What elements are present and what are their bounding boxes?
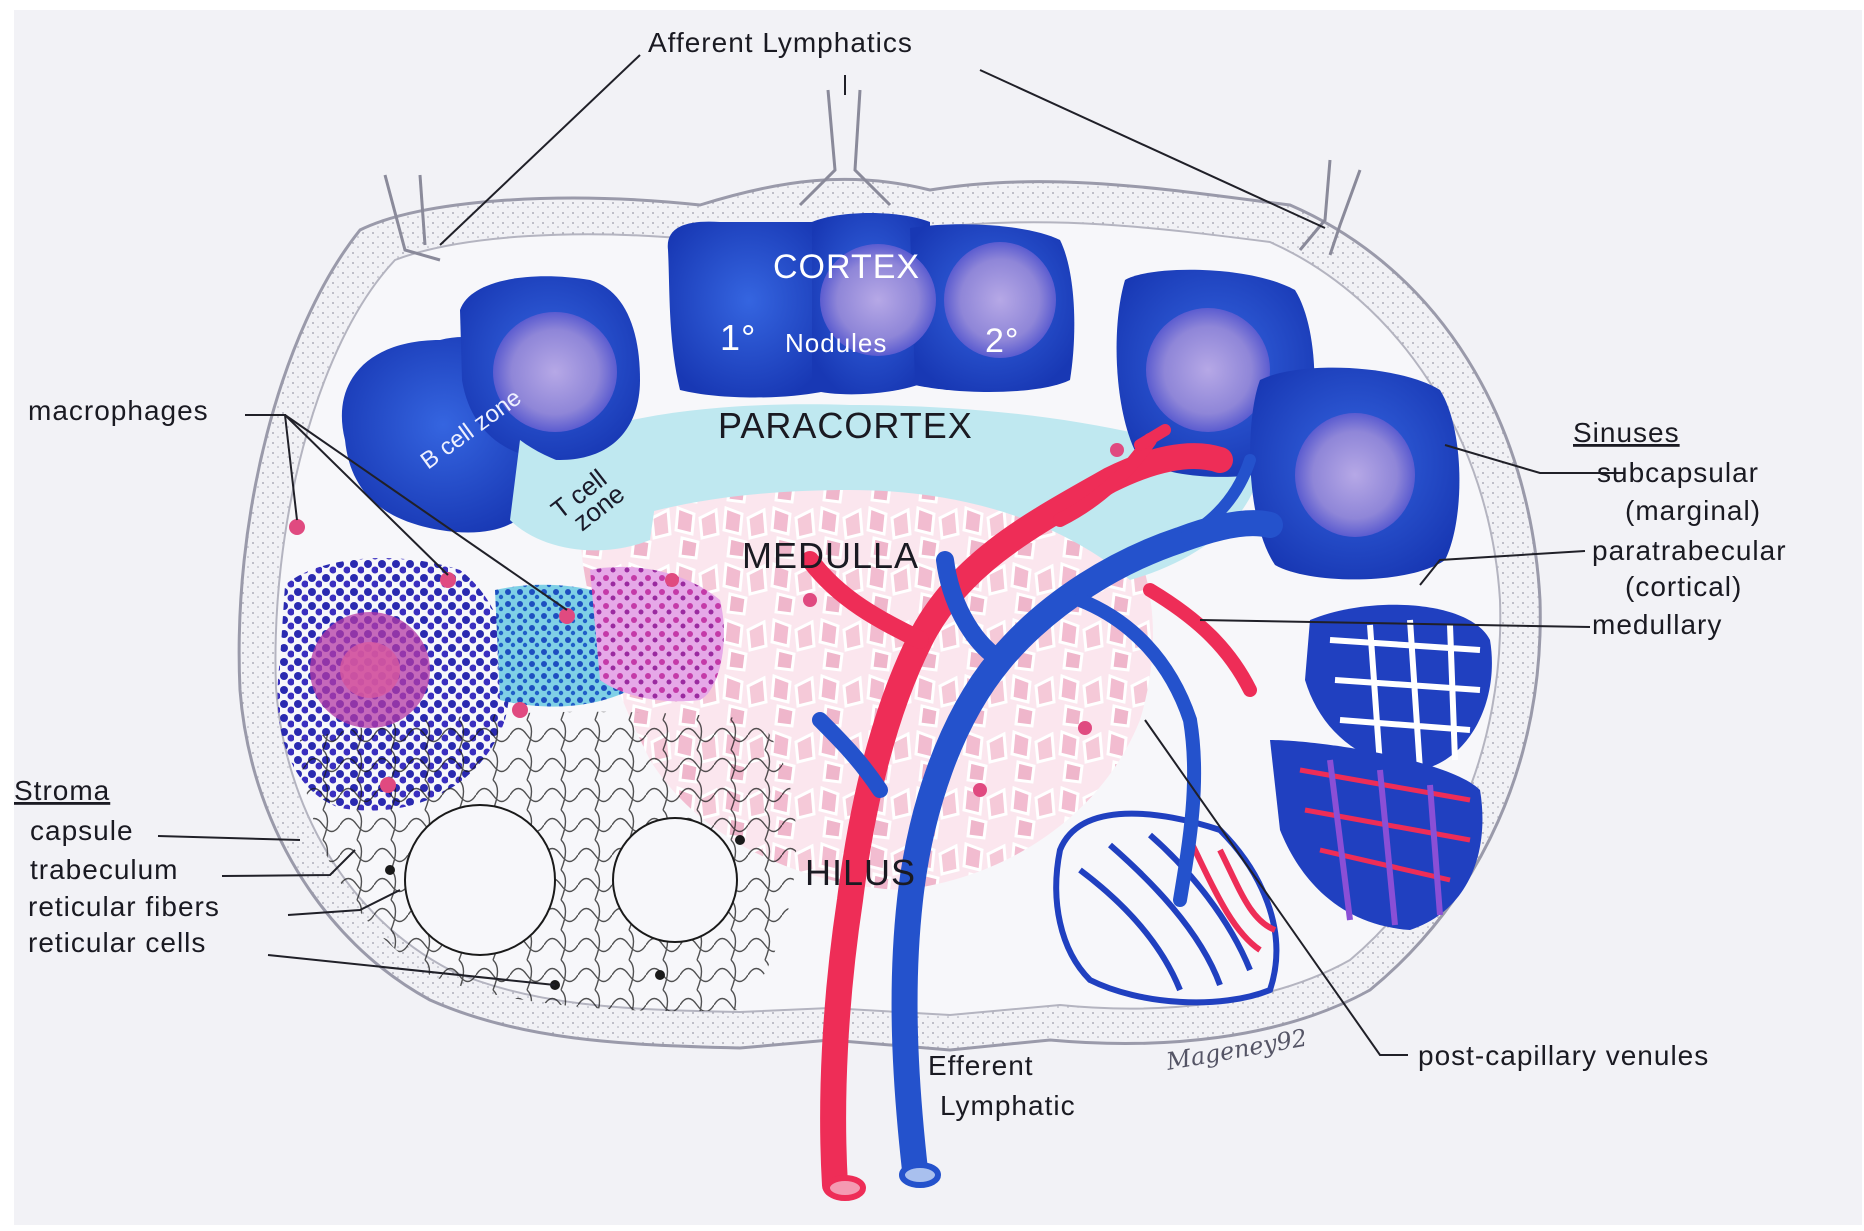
post-capillary-venules-label: post-capillary venules bbox=[1418, 1040, 1709, 1071]
cortical-label: (cortical) bbox=[1625, 571, 1742, 602]
macrophages-label: macrophages bbox=[28, 395, 209, 426]
primary-nodule-label: 1° bbox=[720, 317, 756, 358]
medullary-label: medullary bbox=[1592, 609, 1722, 640]
stroma-label: Stroma bbox=[14, 775, 110, 806]
cortex-label: CORTEX bbox=[773, 248, 920, 286]
reticular-cells-label: reticular cells bbox=[28, 927, 206, 958]
capsule-label: capsule bbox=[30, 815, 134, 846]
efferent-lymphatic-label-1: Efferent bbox=[928, 1050, 1034, 1081]
hilus-label: HILUS bbox=[805, 852, 916, 893]
subcapsular-label: subcapsular bbox=[1597, 457, 1759, 488]
reticular-fibers-label: reticular fibers bbox=[28, 891, 220, 922]
marginal-label: (marginal) bbox=[1625, 495, 1761, 526]
afferent-lymphatics-label: Afferent Lymphatics bbox=[648, 27, 913, 58]
paratrabecular-label: paratrabecular bbox=[1592, 535, 1787, 566]
trabeculum-label: trabeculum bbox=[30, 854, 179, 885]
nodules-label: Nodules bbox=[785, 328, 887, 358]
secondary-nodule-label: 2° bbox=[985, 322, 1020, 360]
efferent-lymphatic-label-2: Lymphatic bbox=[940, 1090, 1076, 1121]
sinuses-label: Sinuses bbox=[1573, 417, 1680, 448]
paracortex-label: PARACORTEX bbox=[718, 405, 973, 446]
medulla-label: MEDULLA bbox=[742, 535, 919, 576]
